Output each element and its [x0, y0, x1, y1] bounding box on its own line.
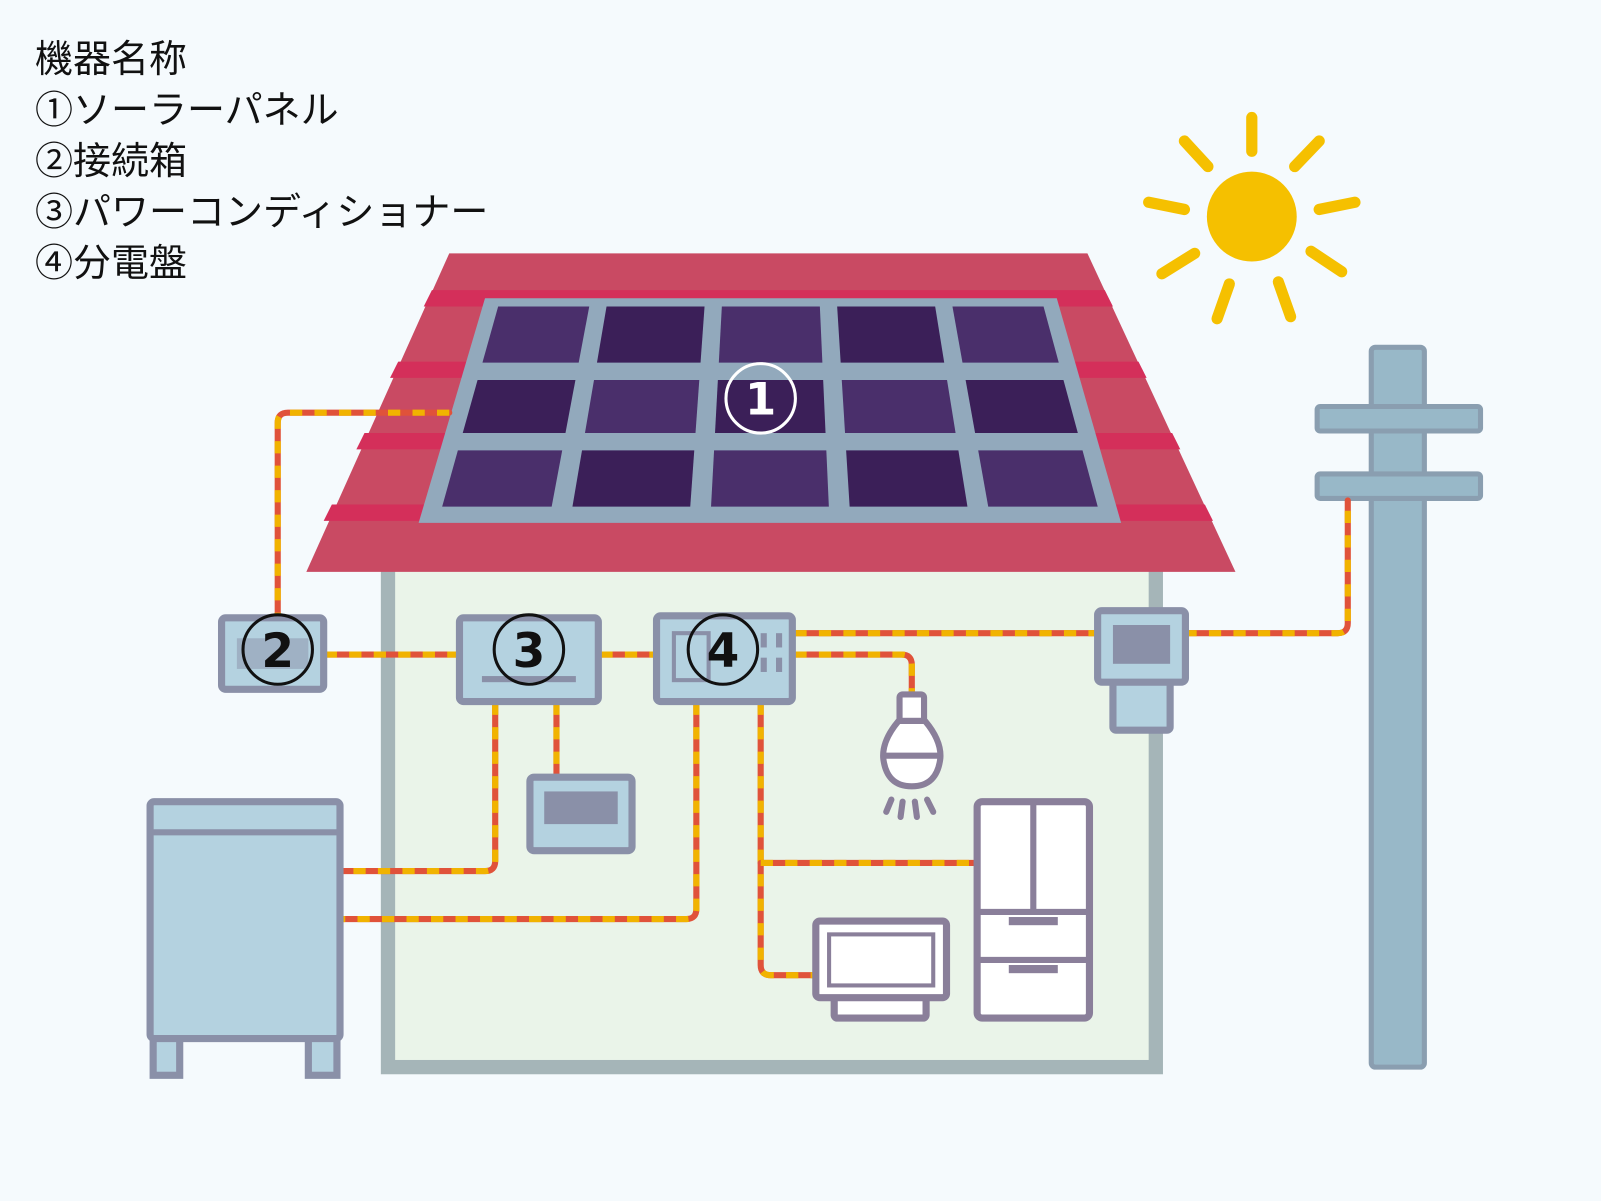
power-conditioner: 3	[455, 613, 602, 706]
legend-item-distribution-board: ④分電盤	[35, 241, 188, 285]
wiring	[274, 409, 1351, 979]
solar-cell	[584, 379, 700, 434]
solar-cell	[596, 306, 705, 363]
solar-cell	[462, 379, 576, 434]
solar-cell	[978, 450, 1098, 507]
television-icon	[812, 917, 951, 1022]
refrigerator-icon	[973, 798, 1094, 1022]
legend-title: 機器名称	[35, 37, 188, 81]
solar-cell	[572, 450, 695, 507]
legend-item-junction-box: ②接続箱	[35, 139, 188, 183]
wire	[342, 702, 700, 923]
junction-box: 2	[217, 613, 328, 693]
solar-cell	[442, 450, 563, 507]
wire	[757, 702, 814, 979]
marker-1-circle	[724, 362, 797, 435]
solar-cell	[837, 306, 945, 363]
solar-cell	[482, 306, 590, 363]
wire	[342, 702, 499, 875]
solar-cell	[711, 450, 829, 507]
legend-item-solar-panel: ①ソーラーパネル	[35, 88, 339, 132]
solar-cell	[715, 379, 826, 434]
solar-cell	[846, 450, 968, 507]
wire	[794, 651, 915, 695]
storage-battery	[146, 798, 344, 1079]
marker-1: 1	[745, 373, 776, 426]
solar-panel: 1	[418, 298, 1122, 523]
solar-cell	[952, 306, 1059, 363]
marker-4: 4	[707, 624, 740, 679]
light-bulb-icon	[880, 691, 944, 821]
solar-cell	[965, 379, 1078, 434]
utility-pole	[1314, 344, 1484, 1070]
distribution-board: 4	[652, 612, 796, 706]
sun-icon	[1143, 111, 1361, 325]
power-meter	[1094, 607, 1190, 734]
wire	[1184, 500, 1351, 637]
solar-cell	[718, 306, 823, 363]
marker-3: 3	[513, 624, 546, 679]
solar-cell	[841, 379, 956, 434]
equipment-legend: 機器名称 ①ソーラーパネル ②接続箱 ③パワーコンディショナー ④分電盤	[35, 34, 488, 289]
marker-2: 2	[261, 624, 294, 679]
wire	[274, 409, 450, 616]
legend-item-power-conditioner: ③パワーコンディショナー	[35, 190, 489, 234]
monitor-device	[526, 773, 636, 855]
